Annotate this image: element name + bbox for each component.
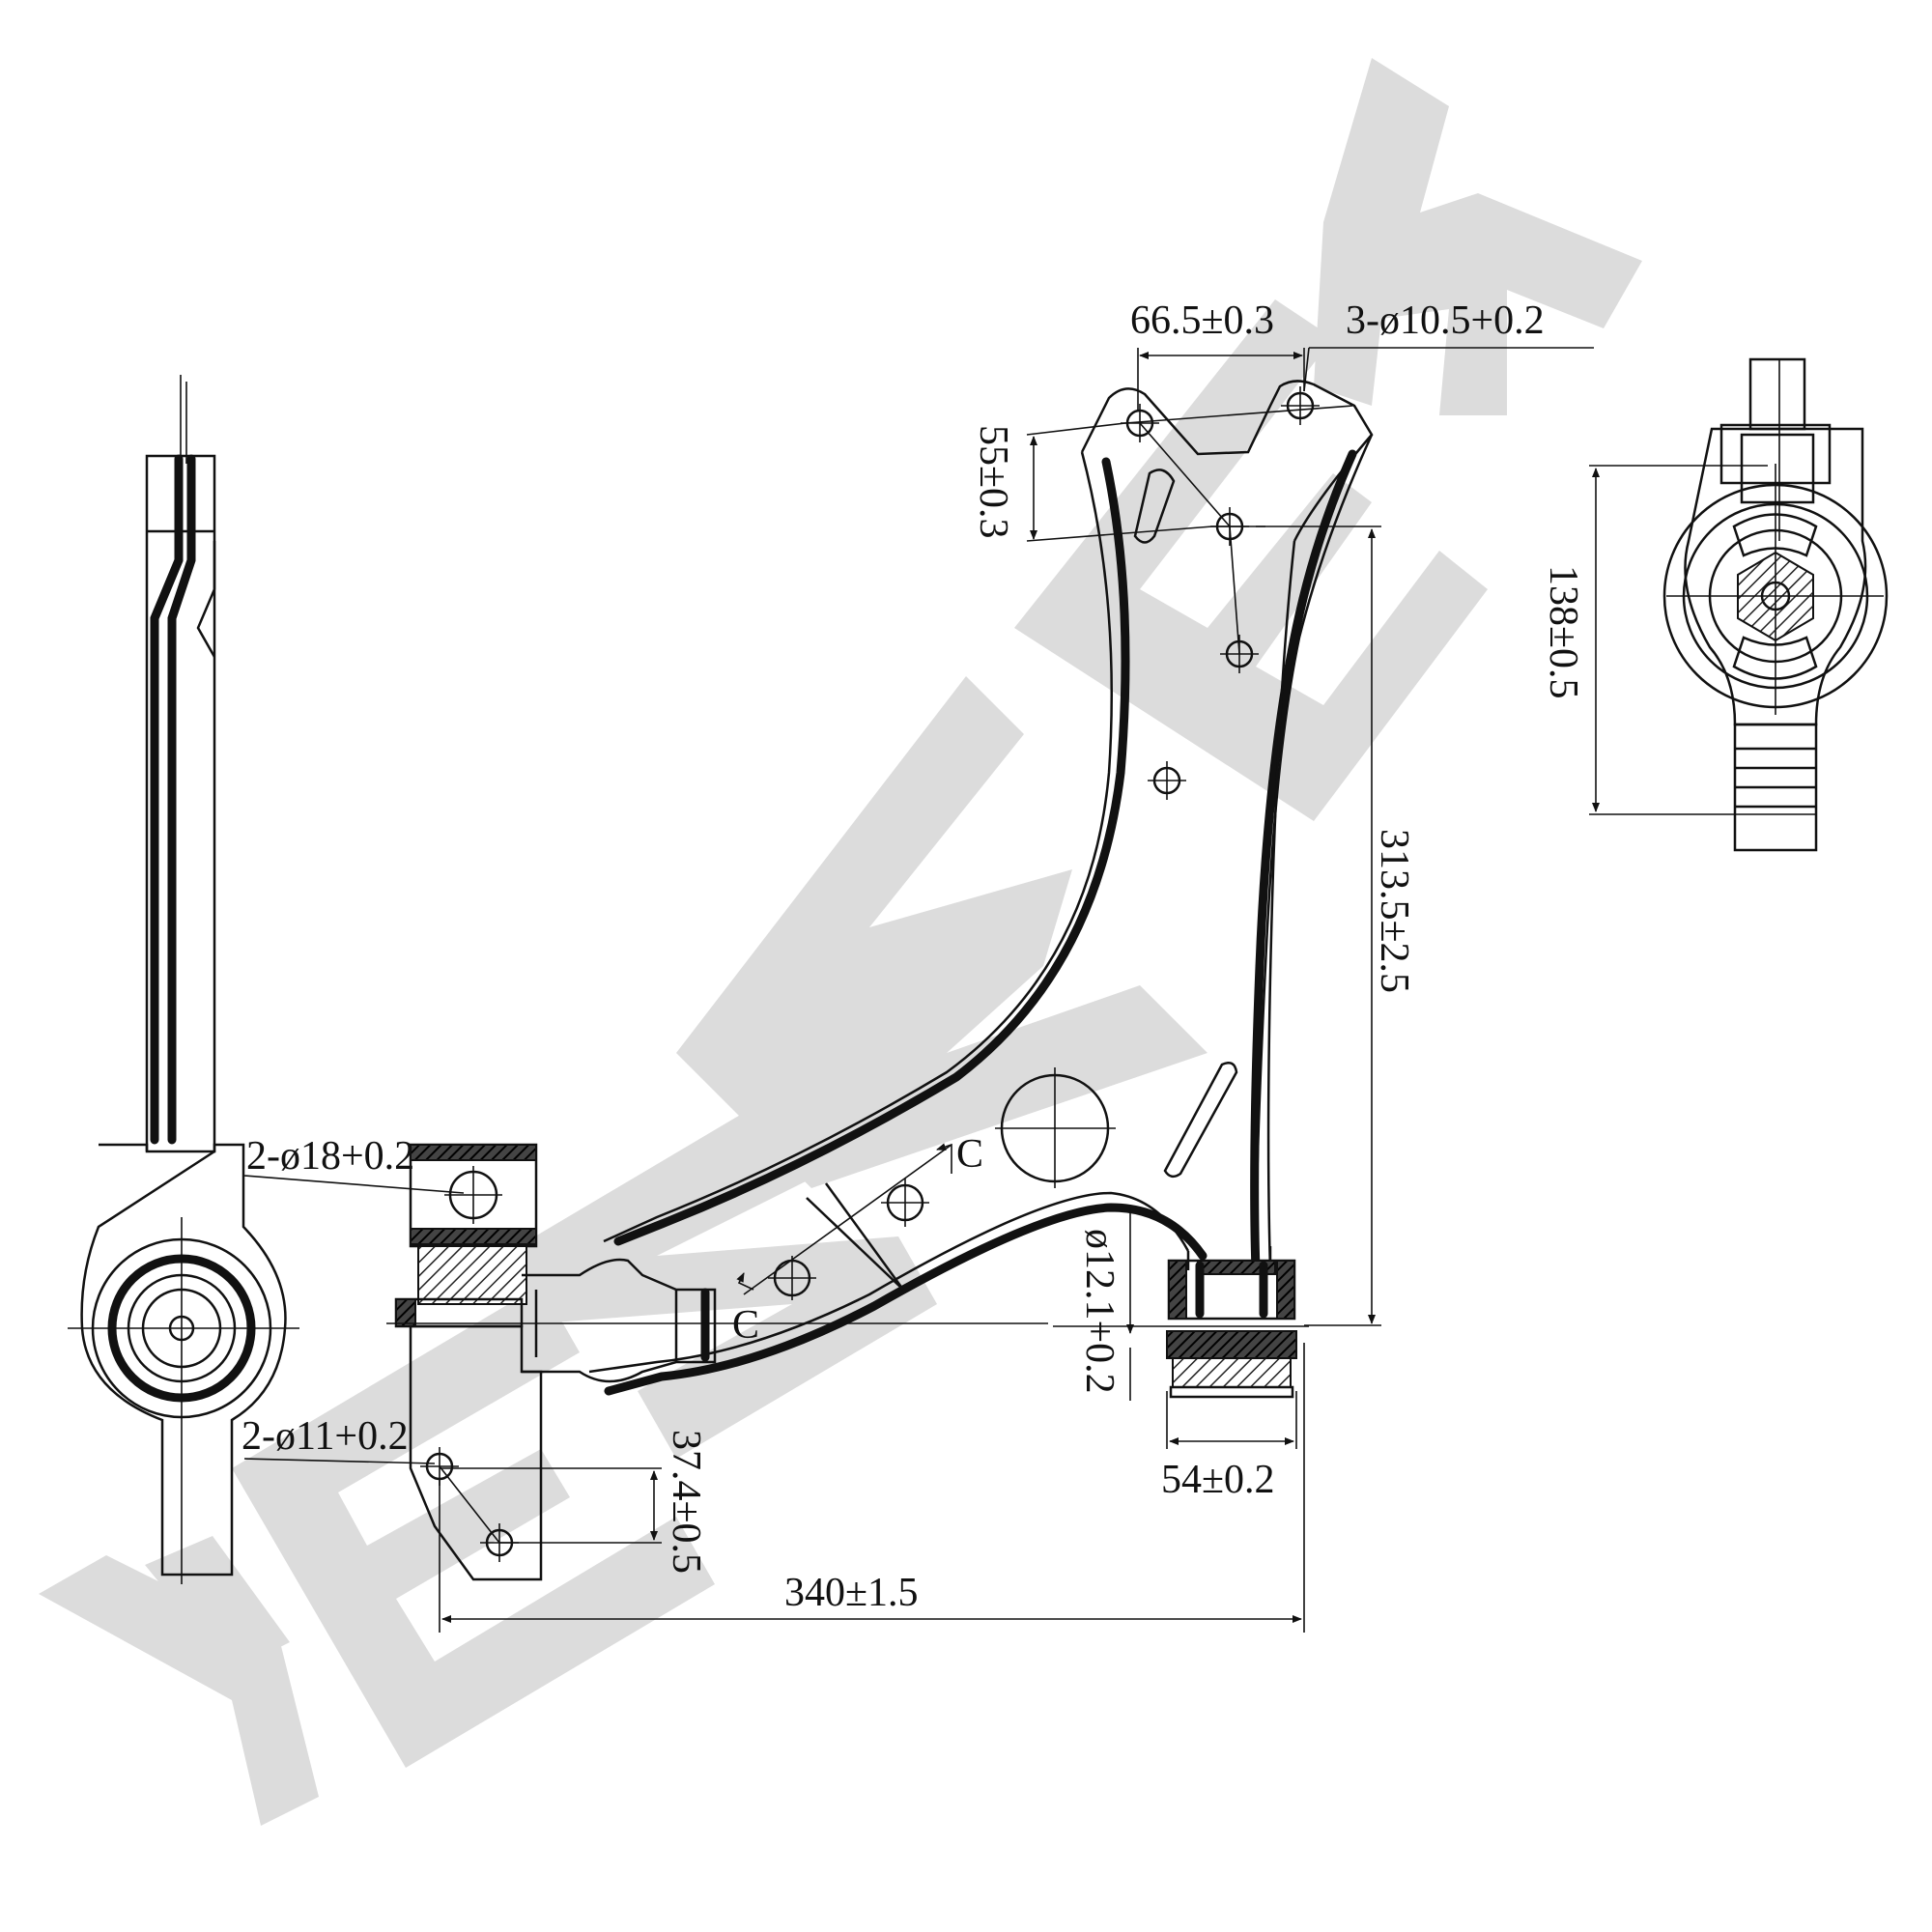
large-hole [995, 1067, 1116, 1188]
dim-top-holes: 3-ø10.5+0.2 [1346, 298, 1545, 343]
arm-lower-edge [588, 1191, 1190, 1374]
dim-top-vertical: 55±0.3 [971, 425, 1015, 539]
front-mount-bracket [409, 1324, 543, 1581]
dim-top-hole-spacing: 66.5±0.3 [1130, 298, 1274, 343]
dim-front-holes: 2-ø11+0.2 [242, 1414, 409, 1459]
dim-front-bore: 2-ø18+0.2 [246, 1134, 414, 1179]
front-bore-hole [444, 1166, 502, 1224]
front-bushing [386, 1143, 1048, 1581]
section-mark-lower: C [732, 1303, 759, 1348]
dim-arm-height: 313.5±2.5 [1372, 829, 1416, 993]
front-bushing-rubber [417, 1245, 527, 1305]
watermark-n [502, 1101, 937, 1459]
watermark [39, 58, 1642, 1826]
watermark-e [232, 1285, 715, 1768]
watermark-e2 [1014, 299, 1488, 821]
section-mark-upper: C [956, 1132, 983, 1177]
top-hole-right [1281, 386, 1320, 425]
rear-bushing-top-band [1166, 1330, 1297, 1359]
watermark-k [1314, 58, 1642, 415]
lower-slot [1163, 1062, 1238, 1179]
left-side-view [68, 375, 299, 1584]
dimension-lines [243, 347, 1816, 1633]
arm-inner-edge [603, 451, 1113, 1243]
right-bushing-view [1662, 357, 1889, 852]
watermark-w [676, 676, 1208, 1188]
dim-front-vertical: 37.4±0.5 [664, 1430, 708, 1574]
watermark-y [39, 1555, 319, 1826]
dim-ball-joint-bore: ø12.1+0.2 [1077, 1229, 1122, 1394]
front-bushing-top-band [410, 1144, 537, 1161]
bushing-stem [1748, 357, 1806, 431]
main-control-arm [588, 380, 1374, 1396]
rear-bushing [1053, 1246, 1309, 1399]
section-line [743, 1144, 952, 1295]
dim-bushing-height: 138±0.5 [1541, 565, 1585, 699]
dim-overall-length: 340±1.5 [784, 1571, 919, 1615]
side-bushing-housing [80, 1143, 287, 1577]
arm-hole-2 [1148, 761, 1186, 800]
dimension-labels: 66.5±0.3 3-ø10.5+0.2 55±0.3 138±0.5 313.… [242, 298, 1585, 1615]
top-mount-plate [1080, 380, 1374, 542]
dim-rear-width: 54±0.2 [1161, 1458, 1275, 1502]
top-slot [1133, 469, 1176, 544]
